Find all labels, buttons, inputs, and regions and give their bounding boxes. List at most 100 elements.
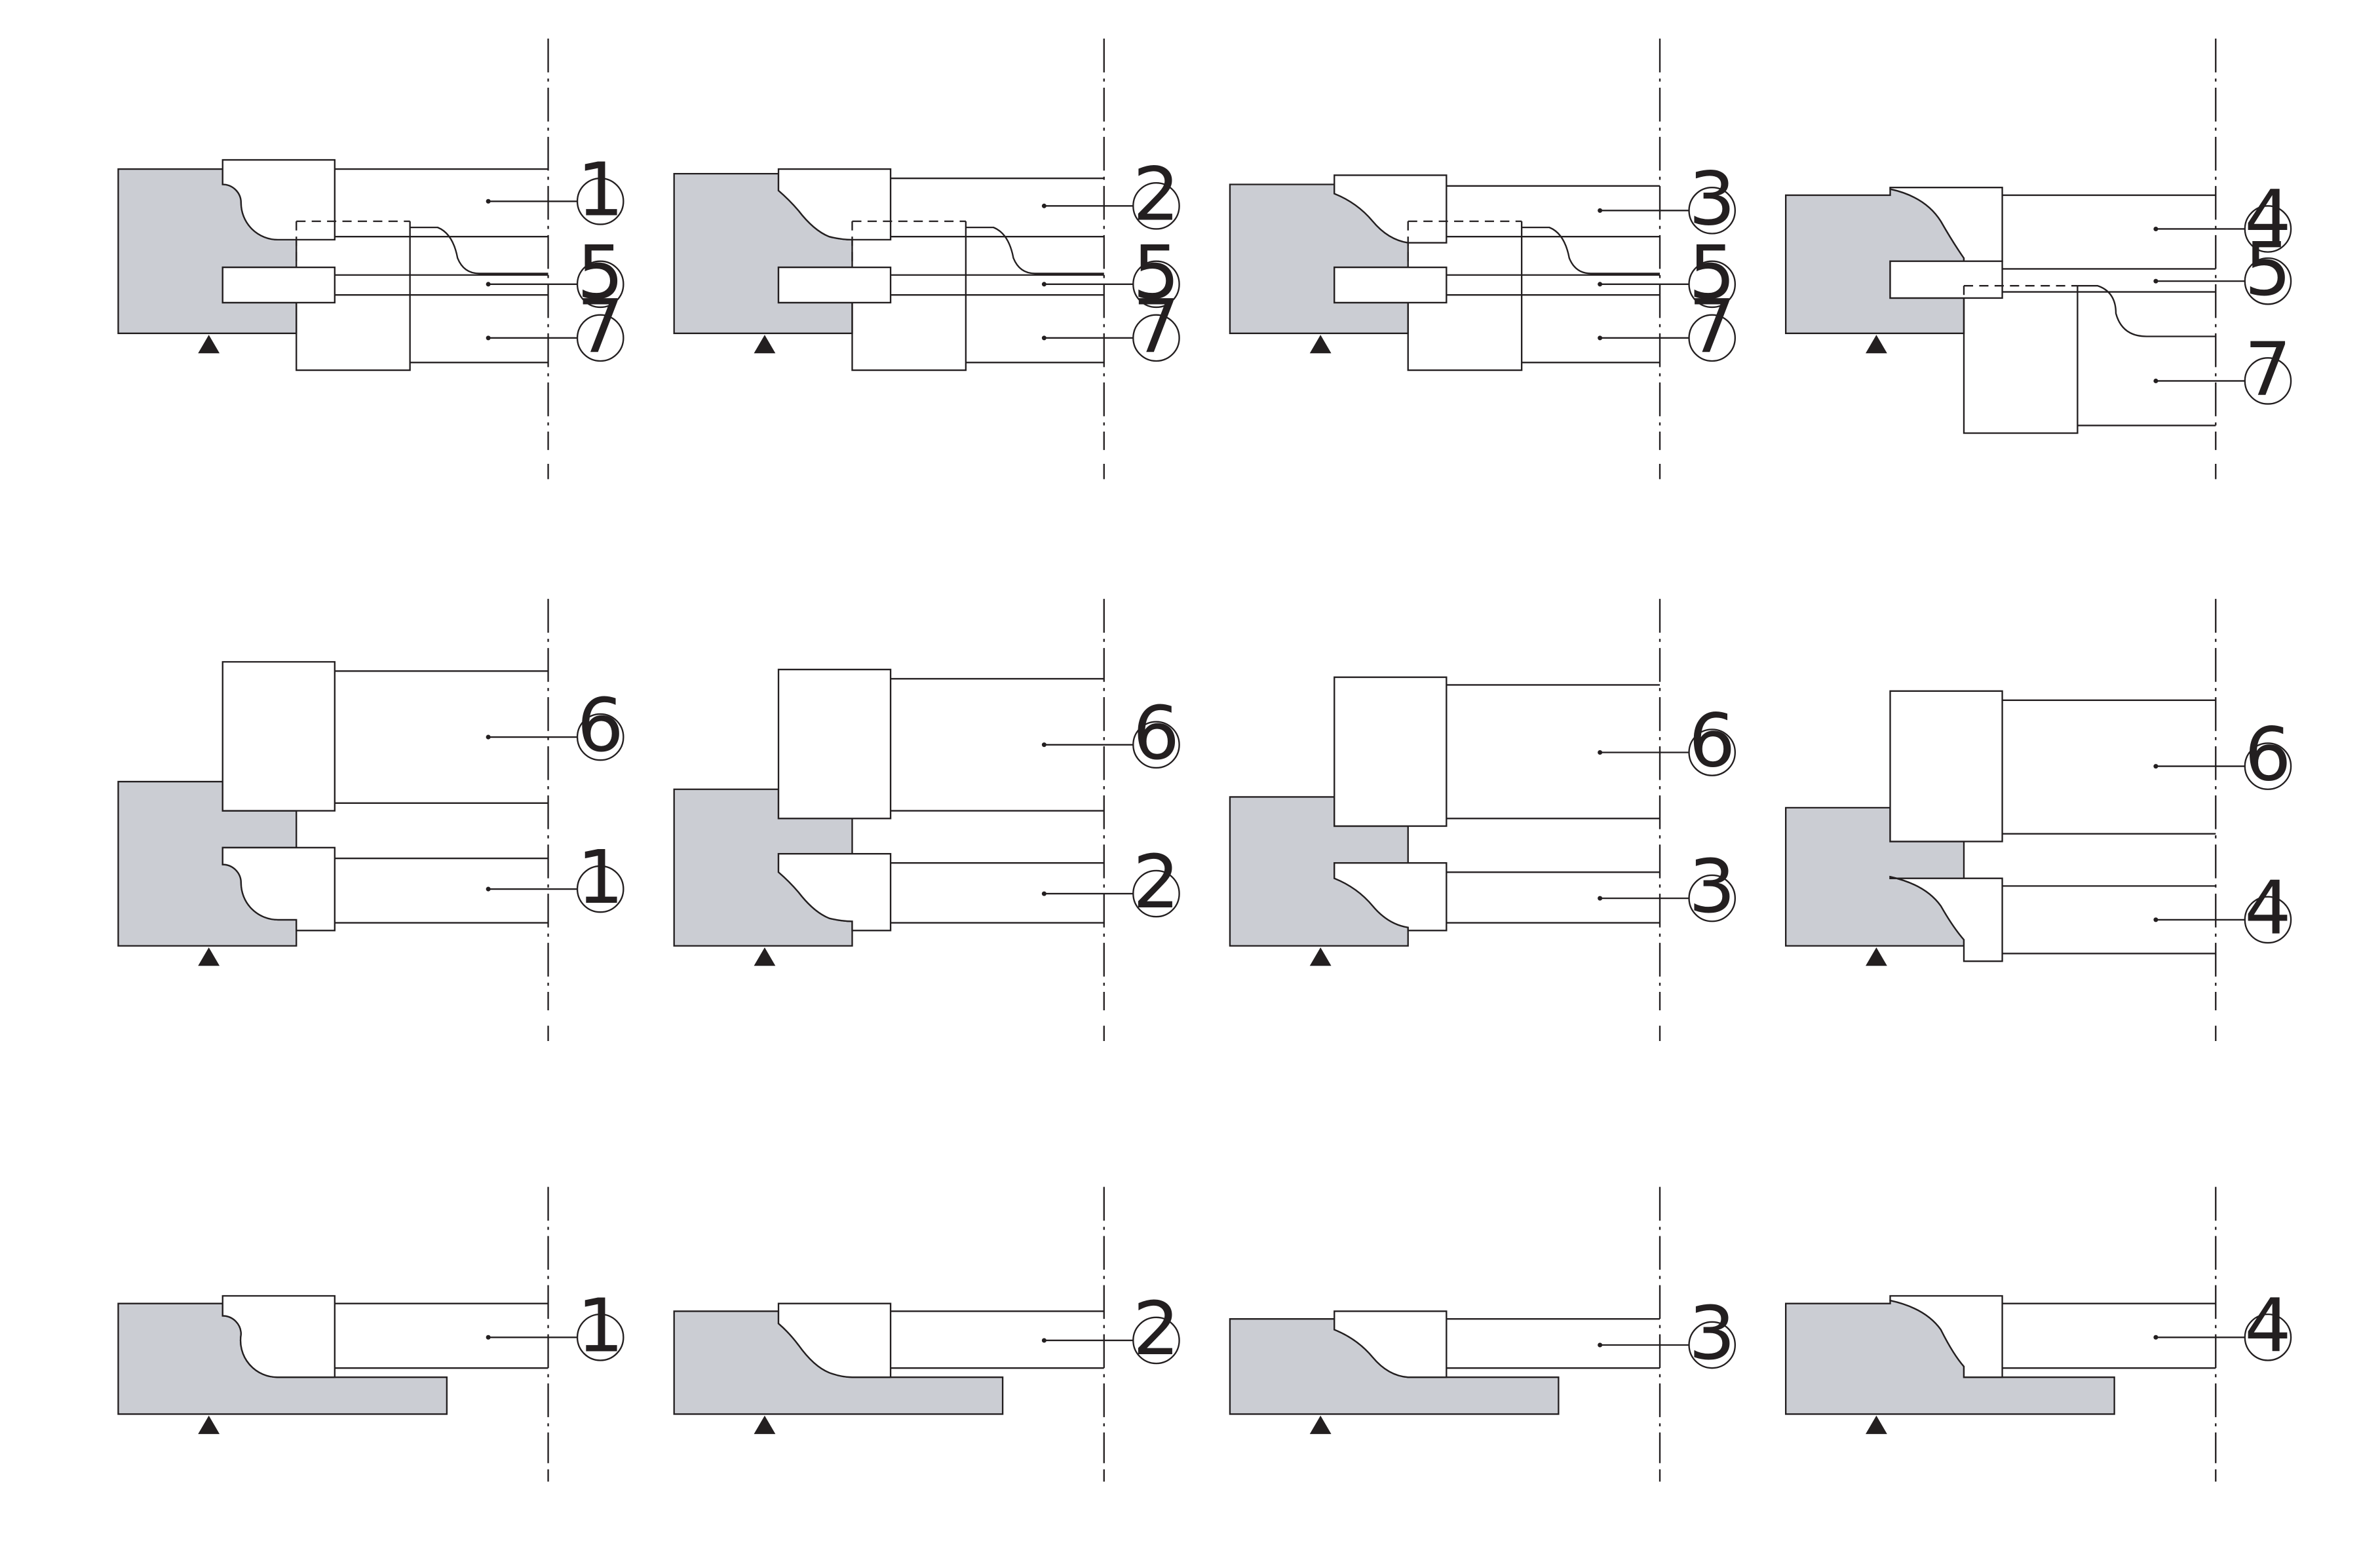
svg-text:1: 1: [577, 1283, 624, 1369]
svg-text:5: 5: [1689, 230, 1736, 316]
profile-cutter: [1334, 1310, 1448, 1378]
panel-row2-col1: 6 1: [117, 599, 624, 1042]
svg-text:6: 6: [577, 683, 624, 768]
callout-4: 4: [2153, 175, 2292, 261]
panel-row3-col1: 1: [117, 1186, 624, 1482]
callout-2: 2: [1041, 151, 1180, 237]
triangle-up-icon: [1309, 947, 1332, 966]
callout-1: 1: [486, 1283, 624, 1369]
spindle-lines: [2002, 1302, 2216, 1369]
hidden-line: [296, 220, 410, 268]
callout-1: 1: [486, 835, 624, 920]
callout-5: 5: [1598, 230, 1737, 316]
hidden-line: [1963, 284, 2078, 298]
profile-cutter: [221, 159, 336, 241]
triangle-up-icon: [198, 1415, 220, 1434]
panel-row3-col4: 4: [1785, 1186, 2292, 1482]
triangle-up-icon: [754, 1415, 776, 1434]
callout-5: 5: [2153, 227, 2292, 313]
profile-cutter: [1889, 1295, 2003, 1378]
groove-cutter: [777, 266, 892, 304]
spindle-lines: [1446, 1317, 1660, 1369]
triangle-up-icon: [1309, 1415, 1332, 1434]
tall-cutter: [1889, 690, 2003, 843]
spindle-lines: [334, 1302, 548, 1369]
spindle-lines: [2002, 699, 2216, 955]
svg-text:6: 6: [1689, 698, 1736, 784]
callout-3: 3: [1598, 1291, 1737, 1376]
svg-text:1: 1: [577, 835, 624, 920]
callout-5: 5: [486, 230, 624, 316]
panel-row1-col2: 2 5 7: [673, 38, 1180, 480]
svg-text:7: 7: [2244, 327, 2292, 413]
profile-cutter: [777, 168, 892, 241]
tall-cutter: [1334, 676, 1448, 827]
callout-3: 3: [1598, 156, 1737, 242]
svg-text:3: 3: [1689, 1291, 1736, 1376]
svg-text:5: 5: [577, 230, 624, 316]
callout-7: 7: [486, 284, 624, 370]
svg-text:4: 4: [2244, 865, 2292, 951]
spindle-lines: [1446, 185, 1660, 364]
profile-cutter: [777, 852, 892, 932]
svg-text:6: 6: [1133, 691, 1180, 776]
panel-row1-col3: 3 5 7: [1229, 38, 1737, 480]
spindle-lines: [891, 1310, 1104, 1369]
triangle-up-icon: [1309, 335, 1332, 354]
spindle-lines: [334, 670, 548, 924]
panel-row3-col2: 2: [673, 1186, 1180, 1482]
svg-text:3: 3: [1689, 844, 1736, 930]
svg-text:2: 2: [1133, 151, 1180, 237]
svg-text:7: 7: [1689, 284, 1736, 370]
circled-number-icon: 1: [577, 147, 624, 233]
profile-cutter: [221, 1295, 336, 1378]
triangle-up-icon: [1866, 1415, 1887, 1434]
spindle-lines: [891, 177, 1104, 364]
callout-2: 2: [1041, 1286, 1180, 1372]
profile-cutter: [1334, 174, 1448, 244]
edge-cutter: [1963, 286, 2079, 434]
triangle-up-icon: [1866, 947, 1887, 966]
spindle-lines: [891, 677, 1104, 924]
callout-6: 6: [1598, 698, 1737, 784]
callout-7: 7: [2153, 327, 2292, 413]
panel-row2-col3: 6 3: [1229, 599, 1737, 1042]
callout-2: 2: [1041, 839, 1180, 925]
callout-5: 5: [1041, 230, 1180, 316]
svg-text:5: 5: [1133, 230, 1180, 316]
hidden-line: [851, 220, 966, 268]
profile-cutter: [777, 1302, 892, 1378]
panel-row1-col1: 1 5 7: [117, 38, 624, 480]
profile-cutter: [1334, 862, 1448, 932]
svg-text:3: 3: [1689, 156, 1736, 242]
svg-text:4: 4: [2244, 1283, 2292, 1369]
triangle-up-icon: [754, 335, 776, 354]
triangle-up-icon: [198, 335, 220, 354]
svg-text:7: 7: [577, 284, 624, 370]
tall-cutter: [221, 661, 336, 812]
callout-3: 3: [1598, 844, 1737, 930]
callout-4: 4: [2153, 1283, 2292, 1369]
panel-row2-col2: 6 2: [673, 599, 1180, 1042]
panel-row3-col3: 3: [1229, 1186, 1737, 1482]
profile-cutter: [221, 846, 336, 932]
triangle-up-icon: [1866, 335, 1887, 354]
svg-text:2: 2: [1133, 1286, 1180, 1372]
groove-cutter: [1889, 260, 2003, 299]
callout-6: 6: [486, 683, 624, 768]
triangle-up-icon: [198, 947, 220, 966]
panel-row2-col4: 6 4: [1785, 599, 2292, 1042]
spindle-lines: [2002, 194, 2216, 426]
profile-cutter: [1889, 187, 2003, 262]
svg-text:7: 7: [1133, 284, 1180, 370]
callout-1: 1: [486, 147, 624, 233]
callout-6: 6: [1041, 691, 1180, 776]
tall-cutter: [777, 668, 892, 820]
groove-cutter: [1334, 266, 1448, 304]
panel-row1-col4: 4 5 7: [1785, 38, 2292, 480]
triangle-up-icon: [754, 947, 776, 966]
profile-cutter: [1889, 875, 2003, 962]
svg-text:4: 4: [2244, 175, 2292, 261]
callout-6: 6: [2153, 712, 2292, 798]
